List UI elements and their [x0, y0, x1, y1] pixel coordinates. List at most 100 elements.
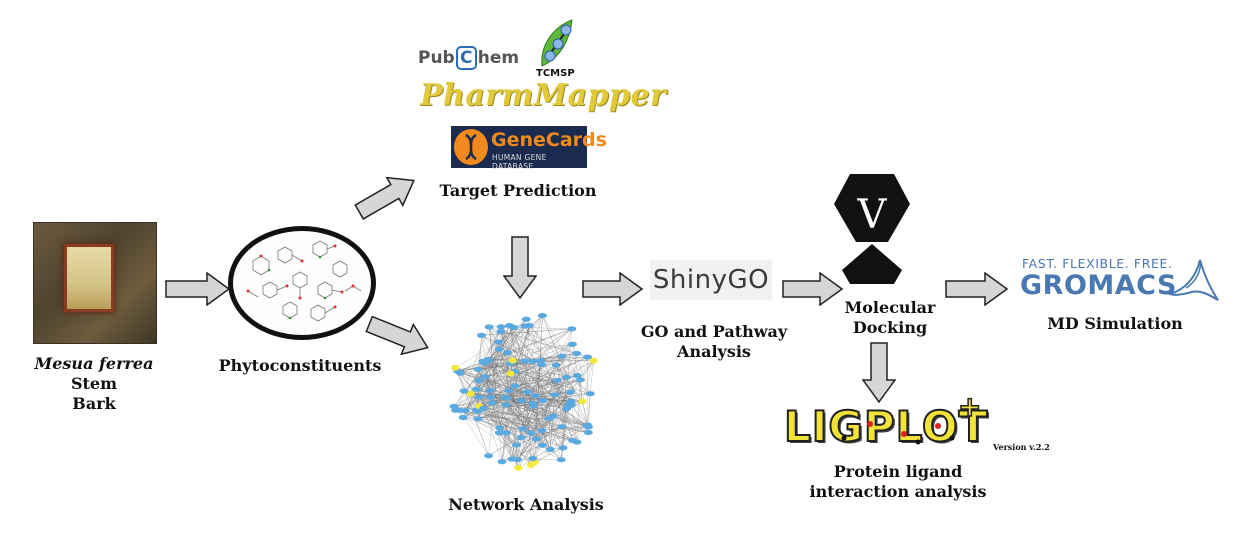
- network-node: [583, 429, 593, 436]
- network-node: [562, 374, 572, 380]
- network-edge: [510, 363, 558, 381]
- network-edge: [542, 315, 578, 376]
- network-edge: [488, 360, 534, 459]
- network-edge: [548, 418, 588, 426]
- network-node: [544, 415, 554, 422]
- network-edge: [500, 331, 513, 363]
- network-node: [538, 397, 548, 404]
- network-edge: [463, 390, 534, 407]
- network-node: [572, 372, 582, 379]
- network-edge: [556, 364, 588, 426]
- network-node: [545, 446, 555, 452]
- arrow-go-to-docking: [782, 272, 844, 306]
- gromacs-tagline: FAST. FLEXIBLE. FREE.: [1022, 256, 1173, 271]
- bark-cut-patch: [67, 247, 111, 309]
- network-edge: [588, 393, 591, 427]
- network-edge: [477, 411, 523, 429]
- network-edge: [532, 328, 572, 362]
- dna-icon: [454, 129, 488, 165]
- network-node: [511, 442, 521, 448]
- network-node: [496, 324, 506, 330]
- arrow-network-to-go: [582, 272, 644, 306]
- network-edge: [510, 363, 557, 366]
- network-node: [582, 422, 592, 428]
- arrow-docking-to-ligplot: [862, 342, 896, 404]
- tcmsp-logo-text: TCMSP: [536, 68, 575, 79]
- network-node: [479, 405, 489, 411]
- species-name: Mesua ferrea: [34, 354, 154, 373]
- arrow-target-to-network: [503, 236, 537, 300]
- network-edge: [453, 360, 489, 407]
- network-edge: [541, 364, 557, 431]
- network-edge: [532, 360, 542, 459]
- gromacs-bird-icon: [1166, 259, 1219, 301]
- source-caption: Mesua ferrea Stem Bark: [14, 354, 174, 414]
- network-node: [494, 339, 504, 345]
- arrow-phyto-to-network: [365, 315, 429, 356]
- network-edge: [488, 360, 588, 426]
- docking-logo-letter: V: [857, 192, 888, 238]
- network-edge: [529, 325, 578, 443]
- network-node: [449, 403, 459, 410]
- network-edge: [463, 319, 527, 418]
- arrow-phyto-to-target: [354, 176, 415, 220]
- network-node: [537, 312, 547, 319]
- network-node: [484, 324, 494, 330]
- network-node: [520, 323, 530, 329]
- network-edge: [499, 315, 543, 350]
- network-edge: [463, 390, 522, 438]
- phytoconstituents-circle: [228, 226, 376, 340]
- network-node: [575, 377, 585, 383]
- network-node: [459, 388, 469, 394]
- docking-caption-line2: Docking: [852, 318, 928, 337]
- network-edge: [453, 406, 564, 449]
- ligplot-logo: LIGPLOT: [783, 401, 989, 452]
- network-edge: [460, 372, 543, 431]
- network-node: [495, 425, 505, 431]
- genecards-name: GeneCards: [491, 129, 607, 151]
- network-edge: [561, 356, 571, 393]
- network-edge: [533, 405, 573, 441]
- go-pathway-caption: GO and Pathway Analysis: [626, 322, 802, 362]
- network-node: [528, 455, 538, 462]
- network-edge: [455, 367, 588, 426]
- pharmmapper-logo: PharmMapper: [420, 78, 667, 113]
- genecards-subtitle: HUMAN GENE DATABASE: [492, 153, 547, 171]
- network-node: [474, 378, 484, 384]
- network-node: [537, 361, 547, 368]
- network-node: [472, 386, 482, 392]
- network-node: [503, 350, 513, 356]
- ligplot-plus: +: [957, 389, 982, 424]
- network-edge: [498, 327, 514, 343]
- molecule-structures: [246, 240, 362, 322]
- network-node: [583, 354, 593, 360]
- network-node: [572, 439, 582, 445]
- ligplot-decor-dots: [841, 421, 955, 445]
- pubchem-c: C: [455, 46, 477, 70]
- network-edge: [529, 325, 578, 376]
- network-node: [509, 324, 519, 331]
- network-node: [494, 346, 504, 352]
- network-node: [497, 459, 507, 465]
- network-node: [572, 350, 582, 357]
- bark-text: Bark: [72, 394, 116, 413]
- go-caption-line2: Analysis: [677, 342, 751, 361]
- network-edge: [478, 344, 573, 398]
- network-edge: [540, 360, 569, 406]
- ligplot-caption-line2: interaction analysis: [809, 482, 987, 501]
- network-node: [460, 408, 470, 414]
- network-node: [567, 341, 577, 347]
- bark-photo: [33, 222, 157, 344]
- network-node: [538, 442, 548, 448]
- network-node: [558, 445, 568, 451]
- docking-logo-icon: V: [834, 174, 910, 284]
- tcmsp-leaf-icon: [541, 19, 573, 67]
- network-edge: [476, 355, 563, 390]
- network-node: [557, 353, 567, 359]
- network-node: [510, 383, 520, 389]
- docking-caption-line1: Molecular: [844, 298, 936, 317]
- network-edge: [509, 325, 543, 446]
- network-node: [473, 366, 483, 372]
- network-node: [567, 326, 577, 332]
